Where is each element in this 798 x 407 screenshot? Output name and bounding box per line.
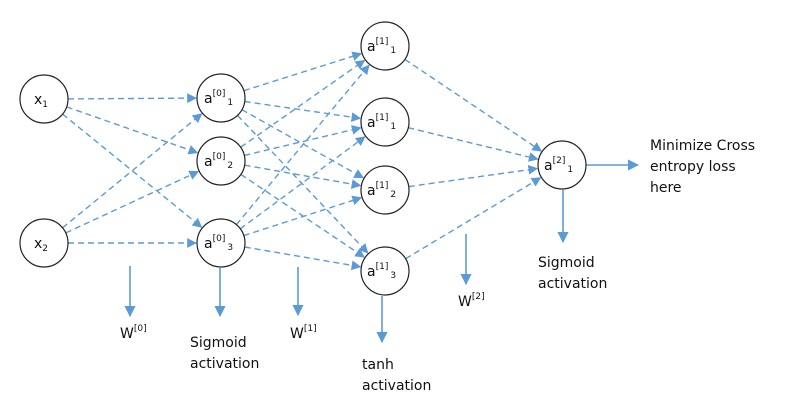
loss-label: Minimize Cross entropy loss here (650, 138, 760, 196)
tanh-hidden-label: tanh activation (362, 357, 431, 394)
svg-text:a[0]2: a[0]2 (204, 152, 233, 171)
edge-h1_1-to-out (404, 58, 543, 152)
node-a0-2: a[0]2 (196, 136, 246, 186)
edge-h1_3-to-out (408, 164, 539, 188)
w0-label: W[0] (120, 324, 147, 342)
edge-h1_2-to-out (408, 127, 539, 162)
edge-x1-to-h0_2 (66, 106, 199, 155)
svg-text:a[1]1: a[1]1 (367, 113, 396, 132)
svg-text:a[1]3: a[1]3 (367, 262, 396, 281)
node-a1-2: a[1]2 (360, 165, 410, 215)
edge-h0_1-to-h1_3 (241, 109, 365, 179)
edge-h0_1-to-h1_1 (243, 51, 363, 92)
node-a1-1-top: a[1]1 (360, 21, 410, 71)
node-a0-3: a[0]3 (196, 218, 246, 268)
edge-h0_2-to-h1_4 (240, 173, 366, 258)
node-a1-3: a[1]3 (360, 246, 410, 296)
node-x2: x2 (19, 218, 69, 268)
svg-text:x1: x1 (34, 92, 48, 110)
svg-text:a[1]1: a[1]1 (367, 37, 396, 56)
edge-h1_4-to-out (405, 177, 542, 260)
edge-h0_2-to-h1_3 (244, 164, 362, 189)
w2-label: W[2] (458, 292, 485, 310)
edge-h0_1-to-h1_4 (236, 114, 369, 254)
svg-text:a[1]2: a[1]2 (367, 181, 396, 200)
svg-text:a[0]3: a[0]3 (204, 234, 233, 253)
edge-h0_2-to-h1_1 (240, 59, 366, 148)
node-a0-1: a[0]1 (196, 73, 246, 123)
node-x1: x1 (19, 74, 69, 124)
sigmoid-output-label: Sigmoid activation (538, 255, 607, 292)
edge-x1-to-h0_1 (67, 93, 197, 104)
edge-x2-to-h0_2 (65, 170, 200, 234)
edge-h0_3-to-h1_2 (239, 136, 366, 230)
svg-text:x2: x2 (34, 236, 48, 254)
edge-h0_3-to-h1_3 (243, 195, 363, 237)
svg-text:a[2]1: a[2]1 (544, 156, 573, 175)
edge-h0_3-to-h1_4 (244, 246, 362, 271)
connection-edges (62, 51, 543, 271)
node-a2-1: a[2]1 (537, 140, 587, 190)
node-a1-1: a[1]1 (360, 97, 410, 147)
w1-label: W[1] (290, 324, 317, 342)
edge-h0_3-to-h1_1 (235, 64, 370, 226)
svg-text:a[0]1: a[0]1 (204, 89, 233, 108)
solid-arrows (124, 159, 640, 344)
sigmoid-hidden-label: Sigmoid activation (190, 335, 259, 372)
